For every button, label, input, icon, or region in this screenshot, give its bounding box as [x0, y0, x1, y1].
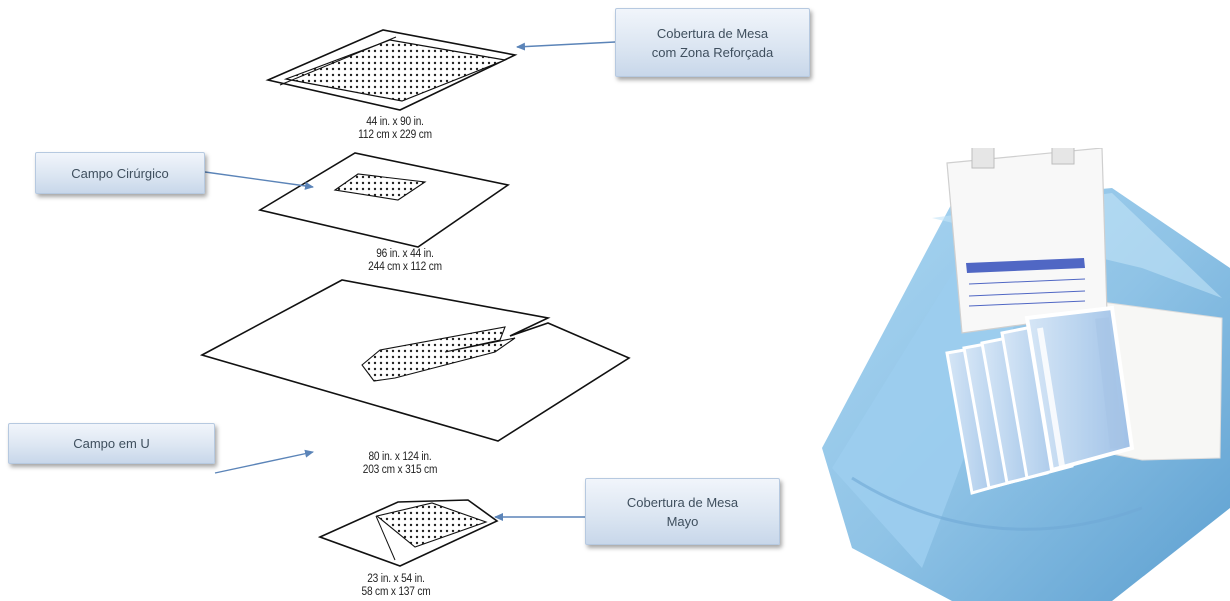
table-cover-drawing: [265, 29, 518, 111]
dimension-metric: 58 cm x 137 cm: [361, 586, 431, 598]
callout-line: Cobertura de Mesa: [626, 494, 739, 510]
paper-bag: [946, 148, 1108, 334]
dimension-imperial: 23 in. x 54 in.: [367, 573, 425, 585]
dimension-surgical-drape: 96 in. x 44 in. 244 cm x 112 cm: [348, 248, 462, 274]
arrow-surgical-drape: [204, 171, 314, 190]
arrow-table-cover: [516, 41, 616, 51]
callout-line: Campo Cirúrgico: [71, 165, 169, 181]
surgical-pack-photo: [822, 148, 1230, 601]
callout-arrows: [204, 41, 616, 521]
mayo-cover-drawing: [317, 499, 499, 567]
dimension-metric: 203 cm x 315 cm: [362, 464, 438, 476]
dimension-table-cover: 44 in. x 90 in. 112 cm x 229 cm: [338, 116, 452, 142]
callout-line: Campo em U: [73, 436, 150, 451]
dimension-metric: 244 cm x 112 cm: [368, 261, 442, 273]
u-drape-drawing: [199, 279, 631, 442]
dimension-metric: 112 cm x 229 cm: [358, 129, 432, 141]
dimension-imperial: 80 in. x 124 in.: [368, 451, 432, 463]
callout-surgical-drape: Campo Cirúrgico: [35, 152, 205, 194]
callout-line: Mayo: [666, 513, 699, 529]
arrow-u-drape: [214, 449, 314, 474]
callout-table-cover: Cobertura de Mesa com Zona Reforçada: [615, 8, 810, 77]
dimension-mayo-cover: 23 in. x 54 in. 58 cm x 137 cm: [339, 573, 453, 599]
dimension-imperial: 44 in. x 90 in.: [366, 116, 424, 128]
dimension-u-drape: 80 in. x 124 in. 203 cm x 315 cm: [343, 451, 457, 477]
callout-u-drape: Campo em U: [8, 423, 215, 464]
callout-mayo-cover: Cobertura de Mesa Mayo: [585, 478, 780, 545]
callout-line: com Zona Reforçada: [651, 44, 774, 60]
callout-line: Cobertura de Mesa: [656, 25, 769, 41]
dimension-imperial: 96 in. x 44 in.: [376, 248, 434, 260]
gown-packs: [945, 305, 1135, 495]
surgical-drape-drawing: [257, 152, 510, 248]
